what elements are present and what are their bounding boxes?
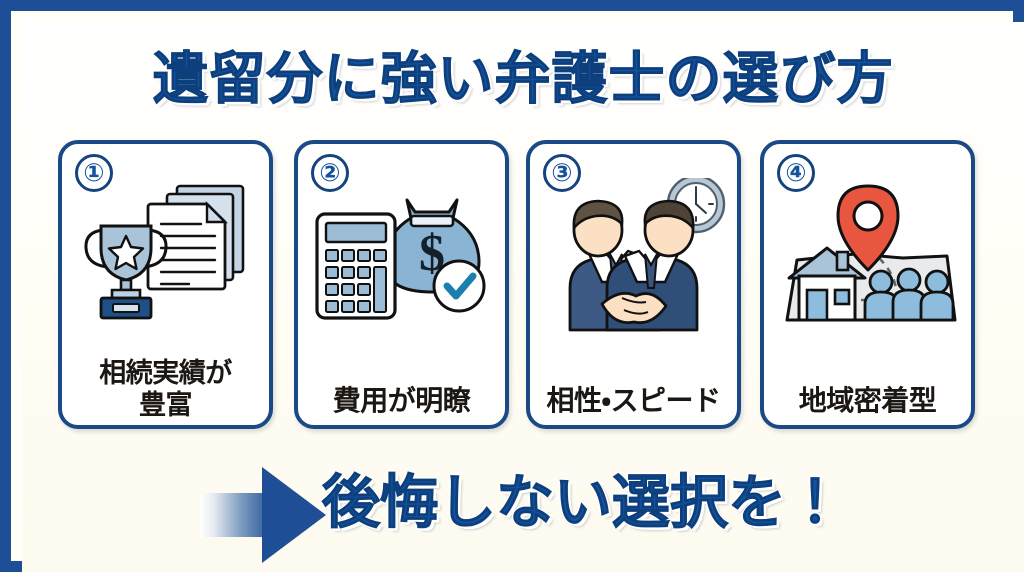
map-pin-house-people-icon (764, 178, 971, 336)
calculator-moneybag-check-icon: $ (298, 178, 505, 336)
feature-card-label-1-line1: 相続実績が (99, 358, 232, 388)
handshake-clock-icon (530, 178, 737, 336)
page-title: 遺留分に強い弁護士の選び方 (152, 47, 894, 111)
feature-card-label-1-line2: 豊富 (139, 390, 193, 420)
card-number-badge-2: ② (311, 154, 349, 192)
trophy-documents-icon (62, 178, 269, 336)
feature-card-label-1: 相続実績が 豊富 (62, 357, 269, 421)
feature-card-label-2: 費用が明瞭 (332, 385, 471, 416)
right-arrow-icon (200, 465, 328, 570)
footer-callout: 後悔しない選択を！ (22, 447, 1024, 572)
footer-tagline: 後悔しない選択を！ (322, 470, 845, 536)
card-number-badge-1: ① (75, 154, 113, 192)
feature-card-4[interactable]: ④ (760, 140, 975, 429)
card-number-badge-3: ③ (543, 154, 581, 192)
card-number-badge-4: ④ (777, 154, 815, 192)
poster-canvas: 遺留分に強い弁護士の選び方 ① (22, 22, 1024, 572)
feature-card-1[interactable]: ① (58, 140, 273, 429)
feature-card-3[interactable]: ③ (526, 140, 741, 429)
feature-card-list: ① (22, 140, 1024, 435)
feature-card-label-4: 地域密着型 (798, 385, 937, 416)
feature-card-2[interactable]: ② $ (294, 140, 509, 429)
feature-card-label-3: 相性・スピード (546, 385, 721, 416)
